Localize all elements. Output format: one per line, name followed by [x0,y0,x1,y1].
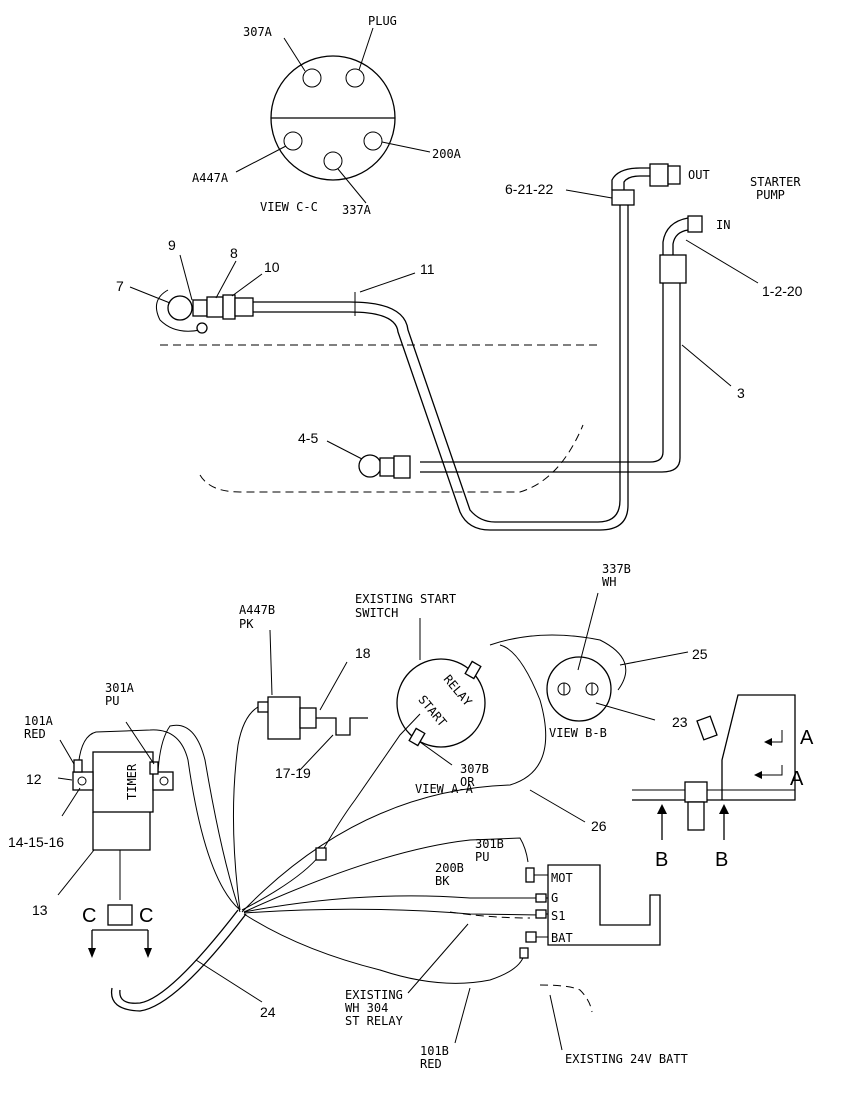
section-c-left: C [82,905,96,927]
wire-101b-label-2: RED [420,1057,442,1071]
wire-337b-label-2: WH [602,575,616,589]
mounting-panel [632,694,796,840]
section-a-upper: A [800,727,814,749]
pin-200a-label: 200A [432,147,462,161]
existing-relay-label-2: WH 304 [345,1001,388,1015]
callout-9: 9 [168,237,176,253]
callout-7: 7 [116,278,124,294]
timer-module [57,721,263,1003]
callout-14-15-16: 14-15-16 [8,834,64,850]
callout-23: 23 [672,714,688,730]
wire-101a-label-2: RED [24,727,46,741]
wire-a447b-label-1: A447B [239,603,275,617]
section-b-left: B [655,849,668,871]
callout-8: 8 [230,245,238,261]
wire-337b-label-1: 337B [602,562,631,576]
view-aa-title: VIEW A-A [415,782,474,796]
callout-18: 18 [355,645,371,661]
callout-3: 3 [737,385,745,401]
callout-25: 25 [692,646,708,662]
label-in: IN [716,218,730,232]
callout-1-2-20: 1-2-20 [762,283,803,299]
view-cc-connector [235,27,431,204]
relay-term-g: G [551,891,558,905]
callout-6-21-22: 6-21-22 [505,181,553,197]
callout-13: 13 [32,902,48,918]
wire-200b-label-2: BK [435,874,450,888]
pin-a447a-label: A447A [192,171,229,185]
section-c-right: C [139,905,153,927]
callout-11: 11 [420,261,435,277]
callout-12: 12 [26,771,42,787]
view-bb-connector [546,592,689,722]
starter-relay [407,864,661,1051]
callout-4-5: 4-5 [298,430,318,446]
wire-a447b-label-2: PK [239,617,254,631]
hydraulic-lines [129,163,759,531]
relay-term-mot: MOT [551,871,573,885]
section-cc-marker [88,904,152,958]
relay-term-bat: BAT [551,931,573,945]
relay-term-s1: S1 [551,909,565,923]
label-out: OUT [688,168,710,182]
start-switch [396,618,486,766]
wiring-harness [77,634,627,1013]
section-a-lower: A [790,768,804,790]
callout-17-19: 17-19 [275,765,311,781]
switch-face-start: START [415,693,449,730]
existing-relay-label-1: EXISTING [345,988,403,1002]
callout-24: 24 [260,1004,276,1020]
wire-301b-label-2: PU [475,850,489,864]
switch-label-1: EXISTING START [355,592,456,606]
starter-pump-label-2: PUMP [756,188,785,202]
timer-label: TIMER [125,763,139,800]
wire-301b-label-1: 301B [475,837,504,851]
switch-face-relay: RELAY [441,672,475,709]
pin-plug-label: PLUG [368,14,397,28]
wire-200b-label-1: 200B [435,861,464,875]
switch-label-2: SWITCH [355,606,398,620]
view-cc-title: VIEW C-C [260,200,318,214]
pin-307a-label: 307A [243,25,273,39]
section-b-right: B [715,849,728,871]
view-bb-title: VIEW B-B [549,726,607,740]
wire-307b-label-1: 307B [460,762,489,776]
callout-10: 10 [264,259,280,275]
wire-101a-label-1: 101A [24,714,54,728]
starter-pump-label-1: STARTER [750,175,801,189]
wire-301a-label-1: 301A [105,681,135,695]
existing-relay-label-3: ST RELAY [345,1014,404,1028]
pin-337a-label: 337A [342,203,372,217]
callout-26: 26 [591,818,607,834]
existing-batt-label: EXISTING 24V BATT [565,1052,688,1066]
pressure-switch [267,629,368,771]
wire-307b-label-2: OR [460,775,475,789]
wire-301a-label-2: PU [105,694,119,708]
wire-101b-label-1: 101B [420,1044,449,1058]
